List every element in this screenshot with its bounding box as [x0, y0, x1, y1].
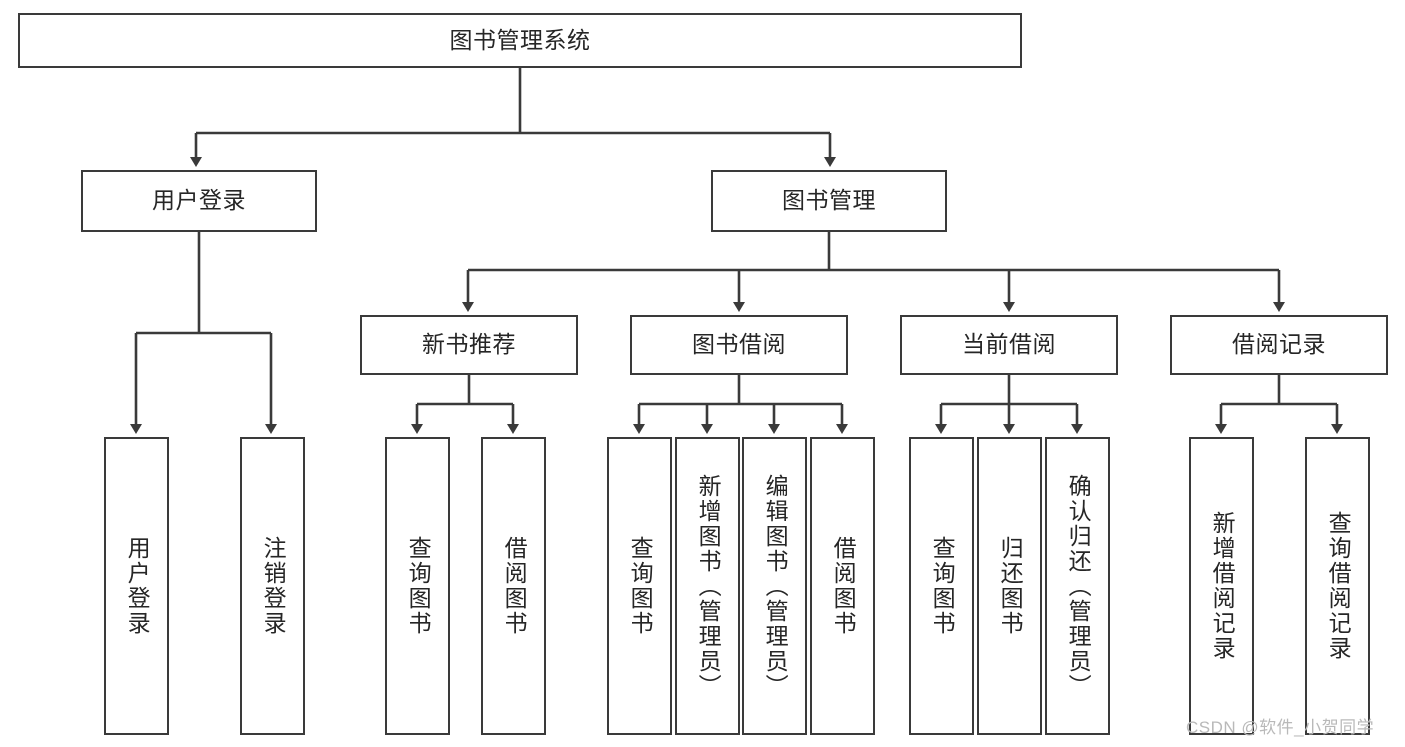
node-book-management[interactable]: 图书管理: [711, 170, 947, 232]
node-label: 图书管理系统: [449, 26, 591, 53]
node-label: 新增图书（管理员）: [695, 473, 722, 699]
leaf-logout[interactable]: 注销登录: [240, 437, 305, 735]
leaf-return-book[interactable]: 归还图书: [977, 437, 1042, 735]
node-label: 图书借阅: [692, 331, 786, 358]
node-label: 查询借阅记录: [1325, 511, 1352, 661]
node-label: 借阅图书: [501, 536, 528, 636]
leaf-edit-book-admin[interactable]: 编辑图书（管理员）: [742, 437, 807, 735]
node-label: 借阅图书: [830, 536, 857, 636]
node-current-borrow[interactable]: 当前借阅: [900, 315, 1118, 375]
node-label: 新书推荐: [422, 331, 516, 358]
node-book-borrow[interactable]: 图书借阅: [630, 315, 848, 375]
csdn-watermark: CSDN @软件_小贺同学: [1186, 718, 1375, 737]
node-user-login[interactable]: 用户登录: [81, 170, 317, 232]
node-label: 归还图书: [997, 536, 1024, 636]
node-label: 图书管理: [782, 187, 876, 214]
node-label: 注销登录: [260, 536, 287, 636]
node-label: 用户登录: [152, 187, 246, 214]
node-label: 用户登录: [124, 536, 151, 636]
node-label: 新增借阅记录: [1209, 511, 1236, 661]
node-label: 查询图书: [627, 536, 654, 636]
leaf-confirm-return-admin[interactable]: 确认归还（管理员）: [1045, 437, 1110, 735]
node-label: 查询图书: [405, 536, 432, 636]
leaf-query-book-borrow[interactable]: 查询图书: [607, 437, 672, 735]
node-label: 当前借阅: [962, 331, 1056, 358]
leaf-borrow-book-recommend[interactable]: 借阅图书: [481, 437, 546, 735]
node-new-book-recommend[interactable]: 新书推荐: [360, 315, 578, 375]
node-root-system[interactable]: 图书管理系统: [18, 13, 1022, 68]
leaf-add-borrow-record[interactable]: 新增借阅记录: [1189, 437, 1254, 735]
node-borrow-records[interactable]: 借阅记录: [1170, 315, 1388, 375]
leaf-add-book-admin[interactable]: 新增图书（管理员）: [675, 437, 740, 735]
leaf-query-borrow-record[interactable]: 查询借阅记录: [1305, 437, 1370, 735]
leaf-query-book-recommend[interactable]: 查询图书: [385, 437, 450, 735]
leaf-borrow-book[interactable]: 借阅图书: [810, 437, 875, 735]
node-label: 借阅记录: [1232, 331, 1326, 358]
node-label: 确认归还（管理员）: [1065, 473, 1092, 699]
node-label: 编辑图书（管理员）: [762, 473, 789, 699]
leaf-user-login[interactable]: 用户登录: [104, 437, 169, 735]
leaf-query-book-current[interactable]: 查询图书: [909, 437, 974, 735]
node-label: 查询图书: [929, 536, 956, 636]
